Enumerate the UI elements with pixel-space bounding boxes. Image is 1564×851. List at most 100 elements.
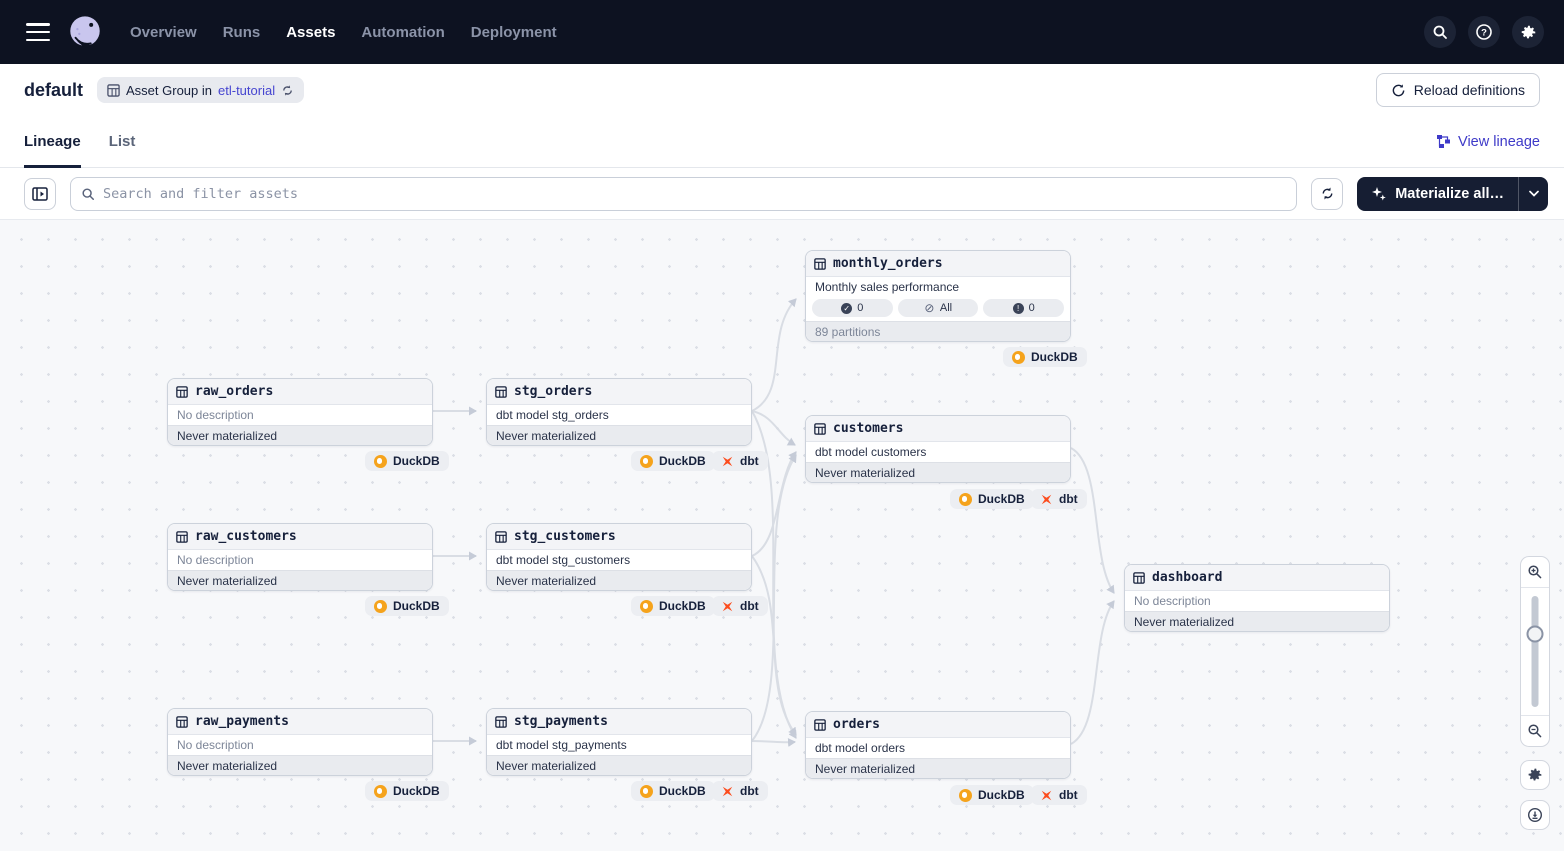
- zoom-slider-track[interactable]: [1532, 596, 1539, 707]
- sync-icon[interactable]: [281, 84, 294, 97]
- asset-group-badge: Asset Group in etl-tutorial: [97, 77, 304, 103]
- asset-node-monthly-orders[interactable]: monthly_orders Monthly sales performance…: [805, 250, 1071, 342]
- materialize-dropdown-button[interactable]: [1518, 177, 1548, 211]
- duckdb-icon: [1012, 351, 1025, 364]
- duckdb-icon: [640, 455, 653, 468]
- reload-definitions-button[interactable]: Reload definitions: [1376, 73, 1540, 107]
- asset-description: No description: [168, 735, 432, 755]
- kind-tag-dbt: dbt: [1031, 785, 1087, 805]
- kind-tag-duckdb: DuckDB: [365, 451, 449, 471]
- asset-name: dashboard: [1152, 570, 1222, 585]
- asset-name: orders: [833, 717, 880, 732]
- table-icon: [495, 716, 507, 728]
- asset-node-stg-orders[interactable]: stg_orders dbt model stg_orders Never ma…: [486, 378, 752, 446]
- exclaim-circle-icon: !: [1013, 303, 1024, 314]
- graph-toolbar: Materialize all…: [0, 168, 1564, 220]
- table-icon: [1133, 572, 1145, 584]
- nav-item-automation[interactable]: Automation: [361, 24, 444, 41]
- materialized-count-pill[interactable]: ✓0: [812, 299, 893, 317]
- nav-item-assets[interactable]: Assets: [286, 24, 335, 41]
- asset-node-header: stg_customers: [487, 524, 751, 550]
- duckdb-icon: [374, 785, 387, 798]
- asset-description: dbt model customers: [806, 442, 1070, 462]
- menu-icon[interactable]: [26, 23, 50, 41]
- duckdb-icon: [374, 455, 387, 468]
- top-nav: Overview Runs Assets Automation Deployme…: [0, 0, 1564, 64]
- failed-count-pill[interactable]: !0: [983, 299, 1064, 317]
- zoom-slider[interactable]: [1521, 588, 1549, 715]
- help-icon[interactable]: ?: [1468, 16, 1500, 48]
- refresh-button[interactable]: [1311, 178, 1343, 210]
- asset-node-stg-payments[interactable]: stg_payments dbt model stg_payments Neve…: [486, 708, 752, 776]
- settings-gear-icon[interactable]: [1512, 16, 1544, 48]
- view-lineage-link[interactable]: View lineage: [1436, 134, 1540, 150]
- asset-description: No description: [1125, 591, 1389, 611]
- asset-status: Never materialized: [487, 425, 751, 445]
- asset-node-raw-payments[interactable]: raw_payments No description Never materi…: [167, 708, 433, 776]
- materialize-all-button[interactable]: Materialize all…: [1357, 177, 1518, 211]
- zoom-controls: [1520, 556, 1550, 747]
- asset-node-header: stg_payments: [487, 709, 751, 735]
- asset-description: No description: [168, 405, 432, 425]
- reload-definitions-label: Reload definitions: [1414, 82, 1525, 98]
- table-icon: [495, 386, 507, 398]
- code-location-link[interactable]: etl-tutorial: [218, 83, 275, 98]
- lineage-graph-canvas[interactable]: monthly_orders Monthly sales performance…: [0, 220, 1564, 851]
- zoom-out-icon: [1527, 723, 1543, 739]
- duckdb-icon: [640, 785, 653, 798]
- graph-settings-button[interactable]: [1520, 760, 1550, 790]
- asset-node-header: raw_customers: [168, 524, 432, 550]
- tab-list[interactable]: List: [109, 116, 136, 168]
- recenter-button[interactable]: [1520, 800, 1550, 830]
- reload-icon: [1391, 83, 1406, 98]
- materialize-all-split-button: Materialize all…: [1357, 177, 1548, 211]
- nav-item-deployment[interactable]: Deployment: [471, 24, 557, 41]
- zoom-in-button[interactable]: [1521, 557, 1549, 588]
- search-icon: [81, 187, 95, 201]
- partition-health-pills: ✓0 ⊘All !0: [806, 297, 1070, 321]
- asset-node-stg-customers[interactable]: stg_customers dbt model stg_customers Ne…: [486, 523, 752, 591]
- kind-tag-dbt: dbt: [712, 596, 768, 616]
- chevron-down-icon: [1529, 190, 1539, 197]
- asset-node-dashboard[interactable]: dashboard No description Never materiali…: [1124, 564, 1390, 632]
- asset-name: monthly_orders: [833, 256, 943, 271]
- asset-name: stg_orders: [514, 384, 592, 399]
- table-icon: [814, 258, 826, 270]
- page-header: default Asset Group in etl-tutorial Relo…: [0, 64, 1564, 116]
- asset-status: Never materialized: [806, 462, 1070, 482]
- materialize-all-label: Materialize all…: [1395, 186, 1504, 202]
- asset-node-raw-customers[interactable]: raw_customers No description Never mater…: [167, 523, 433, 591]
- asset-node-header: raw_orders: [168, 379, 432, 405]
- asset-status: Never materialized: [168, 755, 432, 775]
- dbt-icon: [721, 455, 734, 468]
- search-icon[interactable]: [1424, 16, 1456, 48]
- nav-links: Overview Runs Assets Automation Deployme…: [130, 24, 557, 41]
- asset-status: Never materialized: [1125, 611, 1389, 631]
- dbt-icon: [721, 785, 734, 798]
- zoom-out-button[interactable]: [1521, 715, 1549, 746]
- missing-count-pill[interactable]: ⊘All: [898, 299, 979, 317]
- zoom-in-icon: [1527, 564, 1543, 580]
- dbt-icon: [1040, 789, 1053, 802]
- search-input[interactable]: [103, 186, 1286, 202]
- asset-node-header: orders: [806, 712, 1070, 738]
- asset-node-orders[interactable]: orders dbt model orders Never materializ…: [805, 711, 1071, 779]
- nav-item-overview[interactable]: Overview: [130, 24, 197, 41]
- tab-lineage[interactable]: Lineage: [24, 116, 81, 168]
- nav-item-runs[interactable]: Runs: [223, 24, 261, 41]
- open-panel-button[interactable]: [24, 178, 56, 210]
- recenter-icon: [1527, 807, 1543, 823]
- sparkle-icon: [1371, 186, 1387, 202]
- zoom-slider-handle[interactable]: [1527, 626, 1544, 643]
- asset-node-customers[interactable]: customers dbt model customers Never mate…: [805, 415, 1071, 483]
- duckdb-icon: [640, 600, 653, 613]
- dbt-icon: [1040, 493, 1053, 506]
- kind-tag-duckdb: DuckDB: [950, 785, 1034, 805]
- table-icon: [814, 719, 826, 731]
- asset-node-raw-orders[interactable]: raw_orders No description Never material…: [167, 378, 433, 446]
- dagster-logo-icon[interactable]: [66, 13, 104, 51]
- lineage-graph-icon: [1436, 134, 1451, 149]
- kind-tag-duckdb: DuckDB: [631, 451, 715, 471]
- view-lineage-label: View lineage: [1458, 134, 1540, 150]
- asset-search: [70, 177, 1297, 211]
